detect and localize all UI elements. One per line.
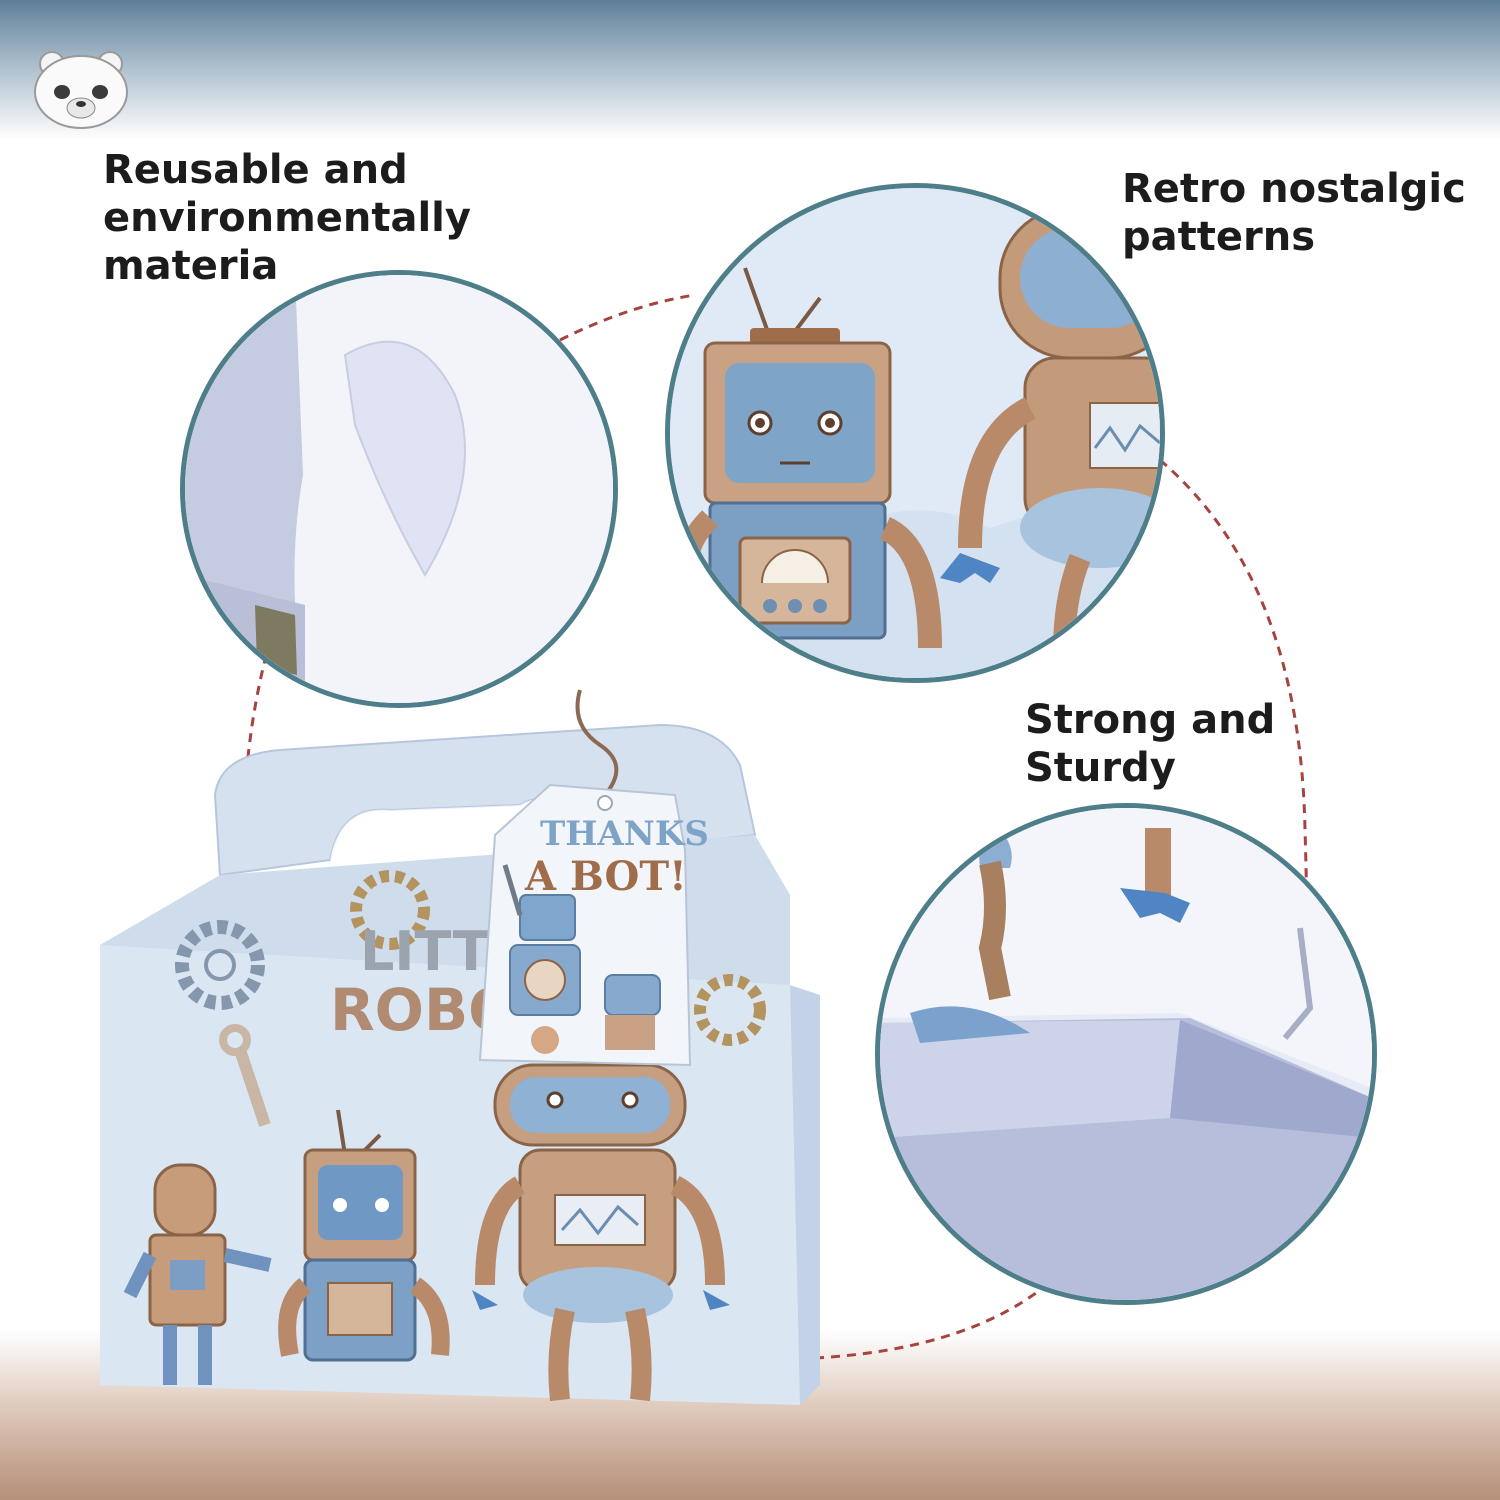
gear-icon bbox=[175, 920, 265, 1010]
gear-icon bbox=[694, 974, 766, 1046]
robot-icon bbox=[472, 1063, 730, 1402]
detail-circle-sturdy bbox=[875, 803, 1377, 1305]
caption-reusable-line3: materia bbox=[103, 243, 279, 289]
robot-icon bbox=[604, 974, 661, 1050]
thanks-tag: THANKS A BOT! bbox=[478, 783, 709, 1067]
robot-icon bbox=[509, 894, 581, 1054]
caption-reusable-line2: environmentally bbox=[103, 195, 471, 241]
robot-icon bbox=[123, 1163, 272, 1385]
product-box-scene: LITT ROBO bbox=[100, 685, 820, 1435]
caption-retro-line2: patterns bbox=[1122, 214, 1316, 260]
caption-retro-line1: Retro nostalgic bbox=[1122, 166, 1466, 212]
robot-icon bbox=[278, 1109, 450, 1362]
caption-sturdy-line1: Strong and bbox=[1025, 697, 1276, 743]
caption-sturdy: Strong and Sturdy bbox=[1025, 696, 1275, 792]
bear-logo-icon bbox=[30, 50, 132, 130]
tag-line2: A BOT! bbox=[524, 853, 687, 900]
caption-reusable: Reusable and environmentally materia bbox=[103, 146, 471, 290]
caption-reusable-line1: Reusable and bbox=[103, 147, 408, 193]
box-title-line1: LITT bbox=[360, 920, 490, 983]
detail-circle-pattern bbox=[665, 183, 1165, 683]
tag-line1: THANKS bbox=[540, 814, 709, 854]
caption-sturdy-line2: Sturdy bbox=[1025, 745, 1176, 791]
header-gradient bbox=[0, 0, 1500, 140]
gear-icon bbox=[350, 870, 430, 950]
wrench-icon bbox=[219, 1024, 271, 1127]
robot-icon bbox=[940, 206, 1160, 678]
detail-circle-material bbox=[180, 270, 618, 708]
wrench-icon bbox=[502, 864, 523, 916]
caption-retro: Retro nostalgic patterns bbox=[1122, 165, 1466, 261]
